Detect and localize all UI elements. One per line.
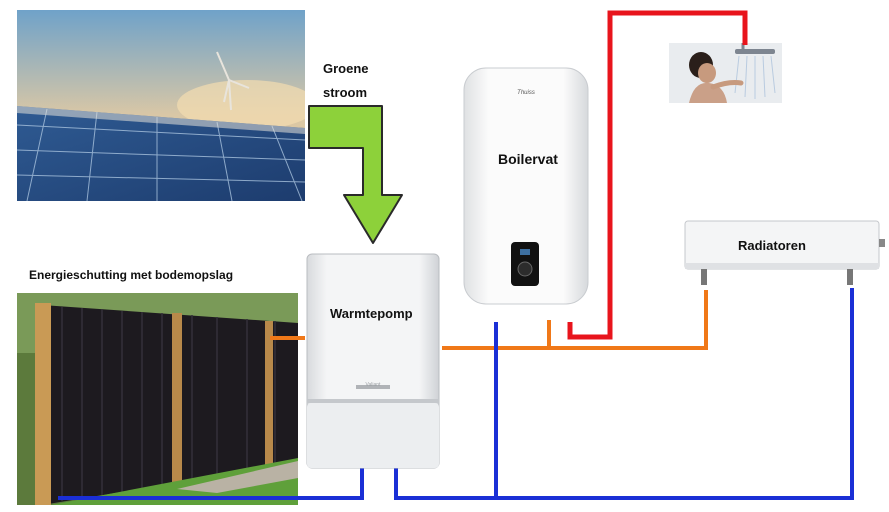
radiator-unit <box>683 219 888 289</box>
green-power-label-line2: stroom <box>323 85 368 100</box>
hot-water-pipe <box>567 10 748 340</box>
radiators-label: Radiatoren <box>738 238 806 253</box>
heat-pump-unit: Valiant <box>306 253 440 469</box>
green-power-label-line1: Groene <box>323 61 369 76</box>
heat-pump-label: Warmtepomp <box>330 306 413 321</box>
green-power-arrow <box>308 105 403 244</box>
boiler-tank: Thuiss <box>463 67 589 307</box>
fence-label: Energieschutting met bodemopslag <box>29 268 234 282</box>
cold-water-pipe-radiator <box>394 288 854 500</box>
shower-photo <box>669 43 782 103</box>
heat-pump-brand: Valiant <box>365 382 381 388</box>
boiler-label: Boilervat <box>498 151 558 167</box>
cold-water-pipe-fence <box>58 468 364 500</box>
solar-panels-photo <box>17 10 305 201</box>
boiler-brand: Thuiss <box>517 90 535 96</box>
fence-photo <box>17 293 298 505</box>
warm-water-pipe <box>442 290 708 350</box>
